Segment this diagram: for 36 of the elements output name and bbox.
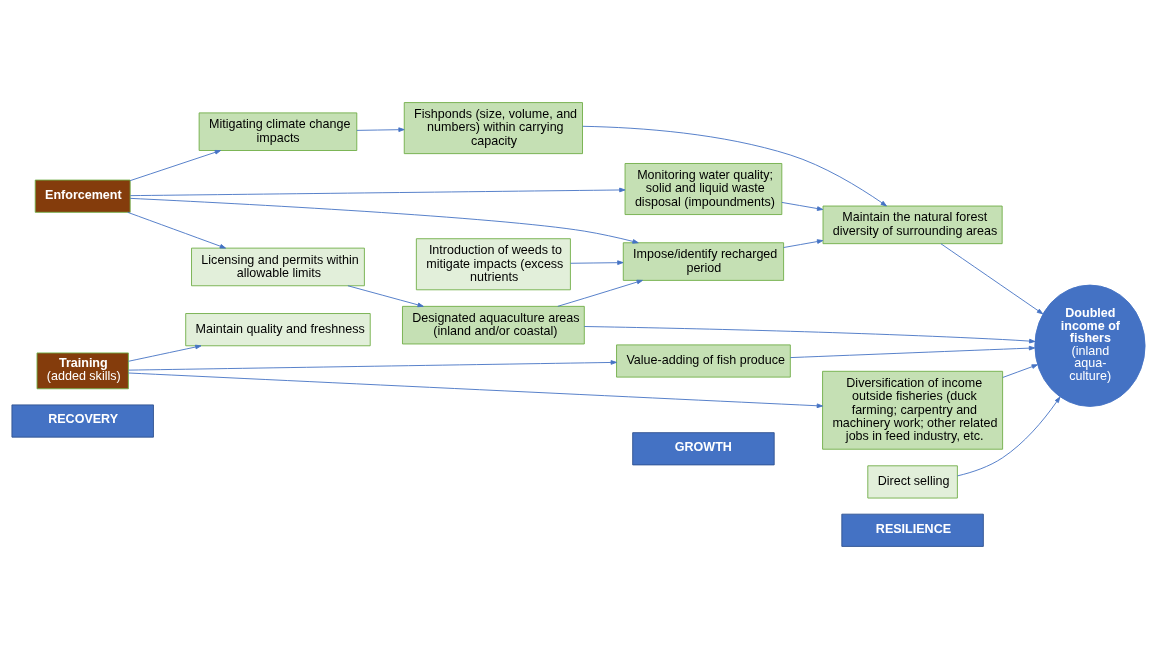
arrow xyxy=(781,201,824,211)
arrow xyxy=(783,238,824,248)
node-box: Enforcement xyxy=(34,179,131,213)
node-box: Maintain the natural forest diversity of surrounding areas xyxy=(822,205,1003,244)
node-box: Training (added skills) xyxy=(36,352,129,389)
arrow xyxy=(570,259,624,265)
node-box: Impose/identify recharged period xyxy=(622,241,785,281)
arrow xyxy=(129,197,639,244)
node-box: Fishponds (size, volume, and numbers) within carrying capacity xyxy=(403,101,583,154)
node-box: Diversification of income outside fisheries (duck farming; carpentry and machinery work; other related jobs in feed industry, etc. xyxy=(822,370,1004,450)
arrow xyxy=(557,279,643,307)
node-box: Licensing and permits within allowable limits xyxy=(191,247,365,286)
node-box: Introduction of weeds to mitigate impacts (excess nutrients xyxy=(415,237,571,290)
arrow xyxy=(127,211,226,249)
node-box: RECOVERY xyxy=(11,403,154,438)
node-box: RESILIENCE xyxy=(841,513,984,547)
node-box: Direct selling xyxy=(867,464,958,498)
node-box: Designated aquaculture areas (inland and/or coastal) xyxy=(402,305,585,344)
arrow xyxy=(129,149,221,181)
arrow xyxy=(789,345,1036,358)
arrow xyxy=(1002,363,1038,378)
arrow xyxy=(356,126,405,132)
arrow xyxy=(128,359,617,371)
node-box: Maintain quality and freshness xyxy=(185,312,371,346)
arrow xyxy=(129,187,626,196)
node-box: Monitoring water quality; solid and liquid waste disposal (impoundments) xyxy=(624,162,783,215)
arrow xyxy=(957,396,1061,476)
node-box: Value-adding of fish produce xyxy=(616,343,791,378)
arrow xyxy=(128,344,202,362)
node-box: Mitigating climate change impacts xyxy=(198,111,358,151)
arrow xyxy=(347,284,424,307)
node-box: GROWTH xyxy=(632,431,775,465)
arrow xyxy=(583,325,1036,343)
arrow xyxy=(582,125,887,206)
arrow xyxy=(940,242,1044,314)
arrow xyxy=(127,372,823,408)
